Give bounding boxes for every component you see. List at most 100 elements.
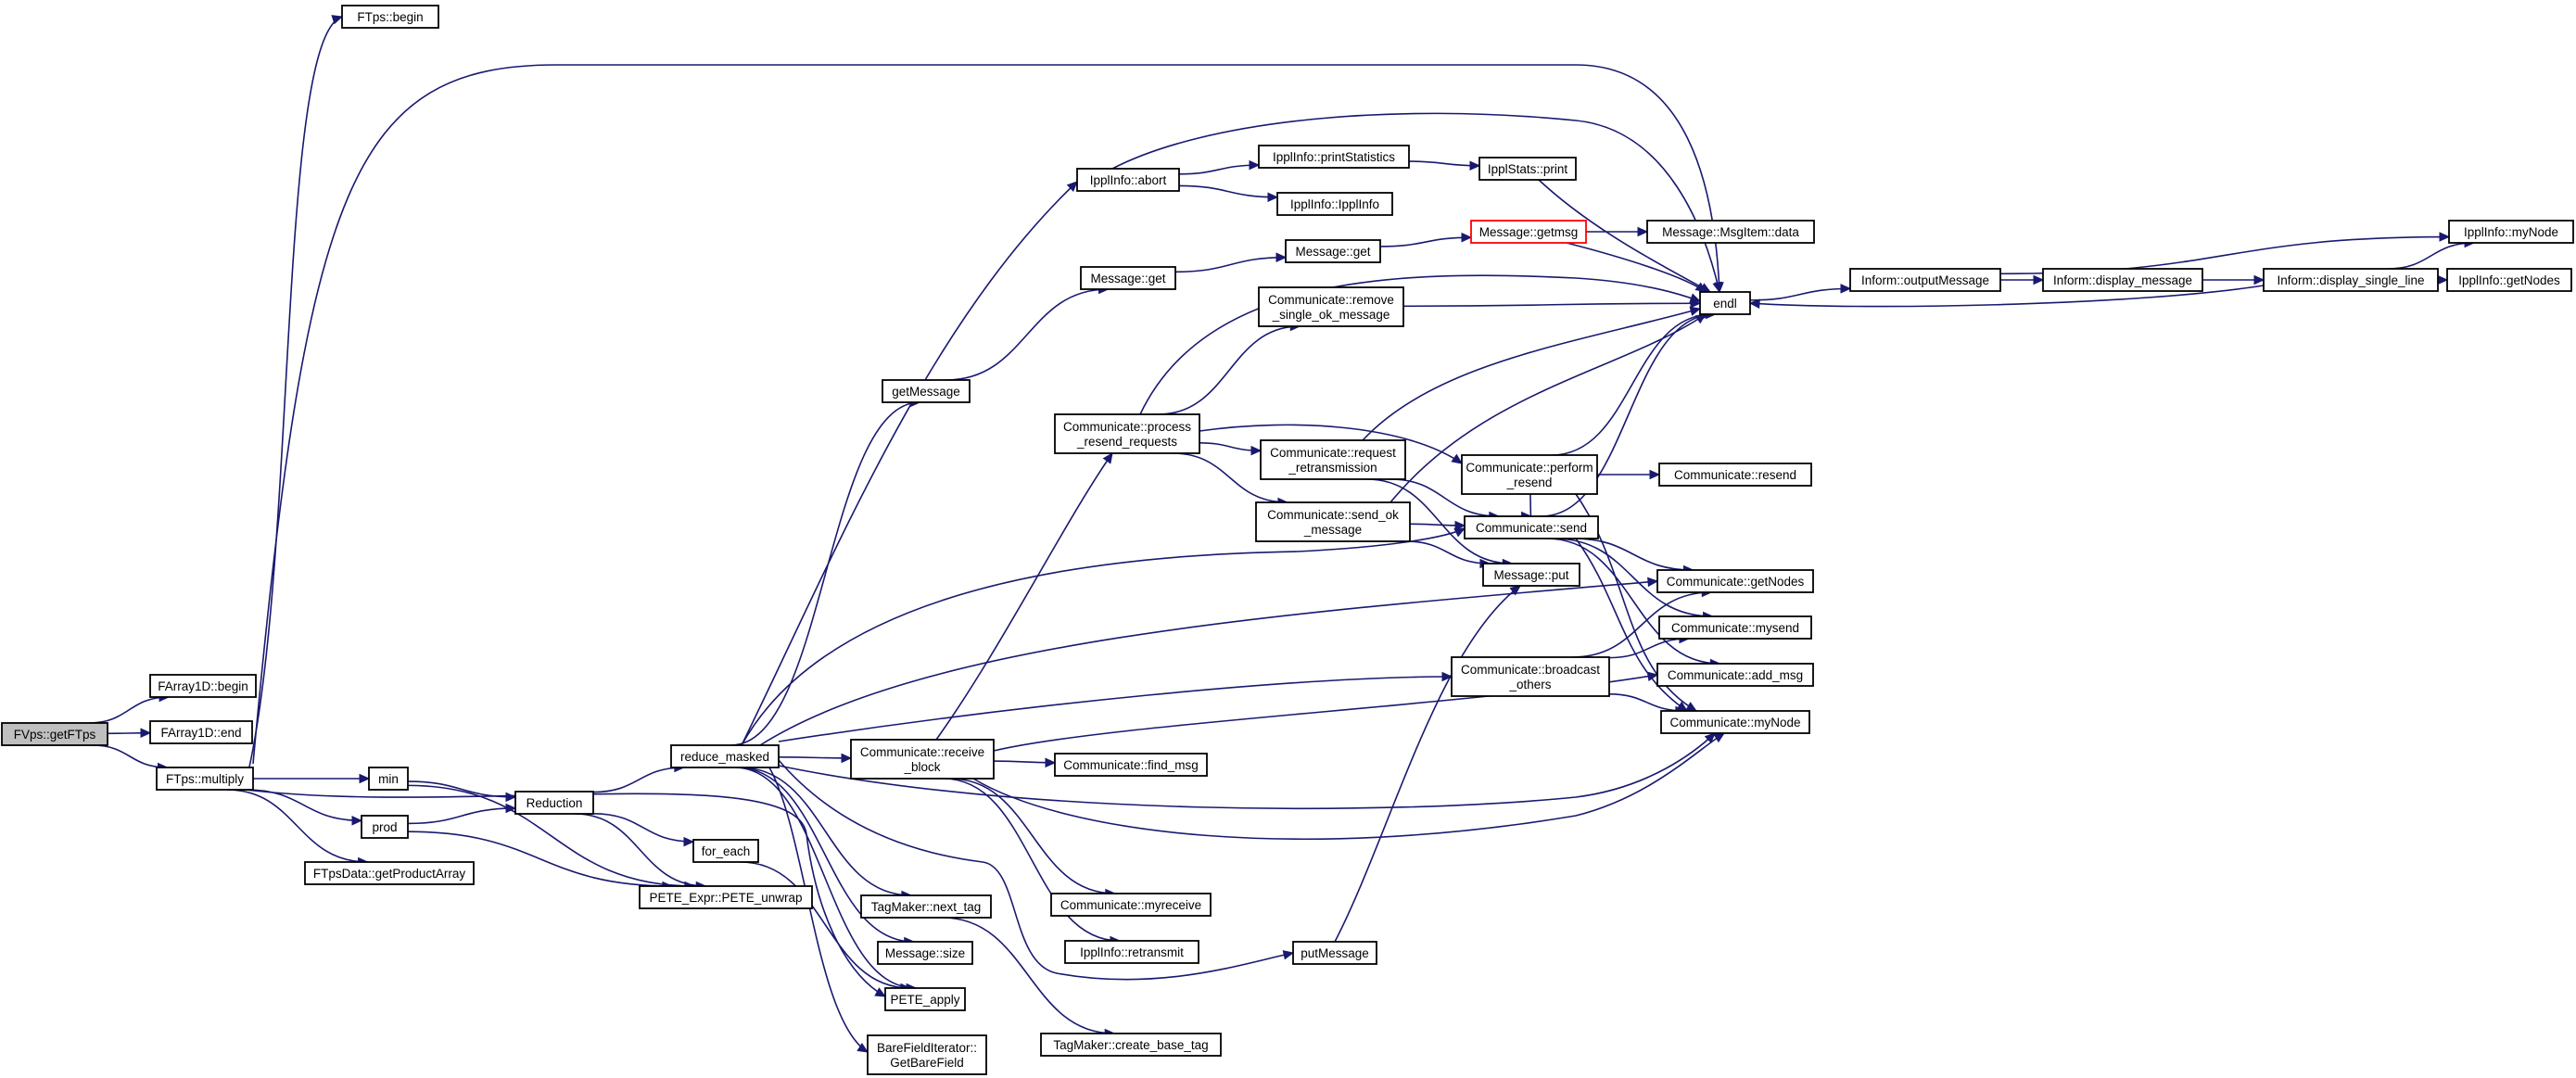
node-ipplstats-print[interactable]: IpplStats::print — [1478, 157, 1577, 181]
node-box — [149, 720, 253, 744]
node-message-get-b[interactable]: Message::get — [1285, 239, 1381, 263]
node-pete-apply[interactable]: PETE_apply — [884, 987, 966, 1011]
node-putmessage[interactable]: putMessage — [1292, 941, 1377, 965]
node-label: _resend — [1506, 476, 1553, 489]
edge-line — [1173, 452, 1288, 503]
node-communicate-find-msg[interactable]: Communicate::find_msg — [1054, 753, 1208, 777]
node-communicate-receive-block[interactable]: Communicate::receive_block — [850, 739, 995, 780]
node-label: Message::get — [1090, 272, 1165, 285]
edge-arrowhead — [1250, 445, 1263, 456]
node-communicate-add-msg[interactable]: Communicate::add_msg — [1656, 663, 1814, 687]
node-ipplinfo-getnodes[interactable]: IpplInfo::getNodes — [2446, 268, 2572, 292]
edge-line — [950, 778, 1115, 894]
node-tagmaker-next-tag[interactable]: TagMaker::next_tag — [860, 894, 992, 919]
edge-inform_outputmessage-to-inform_display_message — [2000, 274, 2045, 285]
edge-communicate_process_resend-to-communicate_request_retrans — [1199, 442, 1263, 456]
node-label: Inform::display_single_line — [2277, 273, 2424, 287]
node-label: TagMaker::next_tag — [871, 900, 982, 914]
node-reduce-masked[interactable]: reduce_masked — [670, 744, 780, 768]
node-endl[interactable]: endl — [1699, 291, 1751, 315]
edge-line — [1402, 302, 1701, 308]
node-inform-display-message[interactable]: Inform::display_message — [2042, 268, 2203, 292]
edge-communicate_perform_resend-to-endl — [1551, 309, 1714, 456]
edge-arrowhead — [1102, 452, 1113, 464]
node-min[interactable]: min — [368, 767, 409, 791]
node-box — [1258, 145, 1410, 169]
node-communicate-myreceive[interactable]: Communicate::myreceive — [1050, 893, 1212, 917]
node-communicate-mynode[interactable]: Communicate::myNode — [1660, 710, 1810, 734]
node-ftps-multiply[interactable]: FTps::multiply — [156, 767, 254, 791]
node-box — [361, 815, 409, 839]
node-label: Communicate::resend — [1674, 468, 1796, 482]
node-message-msgitem-data[interactable]: Message::MsgItem::data — [1646, 220, 1815, 244]
node-ipplinfo-printstatistics[interactable]: IpplInfo::printStatistics — [1258, 145, 1410, 169]
node-barefielditerator-getbarefield[interactable]: BareFieldIterator::GetBareField — [867, 1034, 987, 1075]
node-communicate-request-retrans[interactable]: Communicate::request_retransmission — [1260, 439, 1406, 480]
node-box — [2263, 268, 2439, 292]
node-label: IpplInfo::myNode — [2464, 225, 2558, 239]
node-ftps-begin[interactable]: FTps::begin — [341, 5, 439, 29]
node-fvps-getftps[interactable]: FVps::getFTps — [1, 722, 108, 746]
edge-line — [1749, 285, 2265, 308]
node-ipplinfo-ipplinfo[interactable]: IpplInfo::IpplInfo — [1276, 192, 1393, 216]
node-message-getmsg[interactable]: Message::getmsg — [1470, 220, 1587, 244]
node-communicate-process-resend[interactable]: Communicate::process_resend_requests — [1054, 413, 1200, 454]
node-label: Inform::outputMessage — [1861, 273, 1989, 287]
edge-arrowhead — [2437, 274, 2449, 285]
edge-arrowhead — [1275, 252, 1288, 262]
node-communicate-mysend[interactable]: Communicate::mysend — [1658, 615, 1812, 640]
node-communicate-remove-single[interactable]: Communicate::remove_single_ok_message — [1258, 286, 1404, 327]
node-message-size[interactable]: Message::size — [877, 941, 973, 965]
edge-ipplinfo_printstatistics-to-ipplstats_print — [1408, 160, 1481, 171]
node-box — [882, 379, 971, 403]
edge-arrowhead — [1646, 671, 1659, 681]
node-for-each[interactable]: for_each — [692, 839, 759, 863]
node-message-get-a[interactable]: Message::get — [1080, 266, 1176, 290]
node-ipplinfo-mynode[interactable]: IpplInfo::myNode — [2448, 220, 2574, 244]
node-inform-display-single-line[interactable]: Inform::display_single_line — [2263, 268, 2439, 292]
node-box — [341, 5, 439, 29]
edge-arrowhead — [683, 836, 695, 847]
node-message-put[interactable]: Message::put — [1482, 563, 1580, 587]
node-communicate-getnodes[interactable]: Communicate::getNodes — [1656, 569, 1814, 593]
node-pete-unwrap[interactable]: PETE_Expr::PETE_unwrap — [639, 885, 813, 909]
node-farray1d-end[interactable]: FArray1D::end — [149, 720, 253, 744]
node-box — [860, 894, 992, 919]
node-label: Communicate::send_ok — [1267, 508, 1399, 522]
edge-arrowhead — [1509, 585, 1521, 596]
edge-line — [1366, 478, 1513, 564]
node-communicate-resend[interactable]: Communicate::resend — [1658, 463, 1812, 487]
node-reduction[interactable]: Reduction — [514, 791, 594, 815]
node-prod[interactable]: prod — [361, 815, 409, 839]
node-ipplinfo-abort[interactable]: IpplInfo::abort — [1076, 168, 1180, 192]
edge-line — [407, 831, 672, 887]
node-tagmaker-create-base-tag[interactable]: TagMaker::create_base_tag — [1040, 1033, 1222, 1057]
node-box — [156, 767, 254, 791]
edge-arrowhead — [1690, 298, 1702, 309]
node-communicate-perform-resend[interactable]: Communicate::perform_resend — [1461, 454, 1598, 495]
edge-reduce_masked-to-communicate_broadcast_others — [778, 671, 1453, 742]
edge-line — [759, 580, 1658, 746]
node-label: Communicate::perform — [1466, 461, 1593, 475]
node-box — [304, 861, 475, 885]
node-communicate-send[interactable]: Communicate::send — [1464, 515, 1599, 539]
node-ipplinfo-retransmit[interactable]: IpplInfo::retransmit — [1064, 940, 1199, 964]
node-label: Communicate::process — [1063, 420, 1191, 434]
node-farray1d-begin[interactable]: FArray1D::begin — [149, 674, 257, 698]
node-box — [1646, 220, 1815, 244]
node-label: PETE_apply — [890, 993, 959, 1007]
edge-getmessage-to-message_get_a — [945, 284, 1110, 381]
node-ftpsdata-getproductarray[interactable]: FTpsData::getProductArray — [304, 861, 475, 885]
node-box — [1658, 615, 1812, 640]
node-getmessage[interactable]: getMessage — [882, 379, 971, 403]
edge-line — [741, 527, 1466, 746]
node-inform-outputmessage[interactable]: Inform::outputMessage — [1849, 268, 2001, 292]
edge-line — [1158, 325, 1301, 415]
edge-line — [574, 813, 706, 887]
edge-communicate_receive_block-to-communicate_process_resend — [935, 452, 1113, 741]
edge-arrowhead — [2439, 232, 2451, 242]
node-box — [1464, 515, 1599, 539]
node-label: IpplInfo::abort — [1090, 173, 1167, 187]
node-communicate-broadcast-others[interactable]: Communicate::broadcast_others — [1451, 656, 1610, 697]
node-communicate-send-ok[interactable]: Communicate::send_ok_message — [1255, 501, 1411, 542]
